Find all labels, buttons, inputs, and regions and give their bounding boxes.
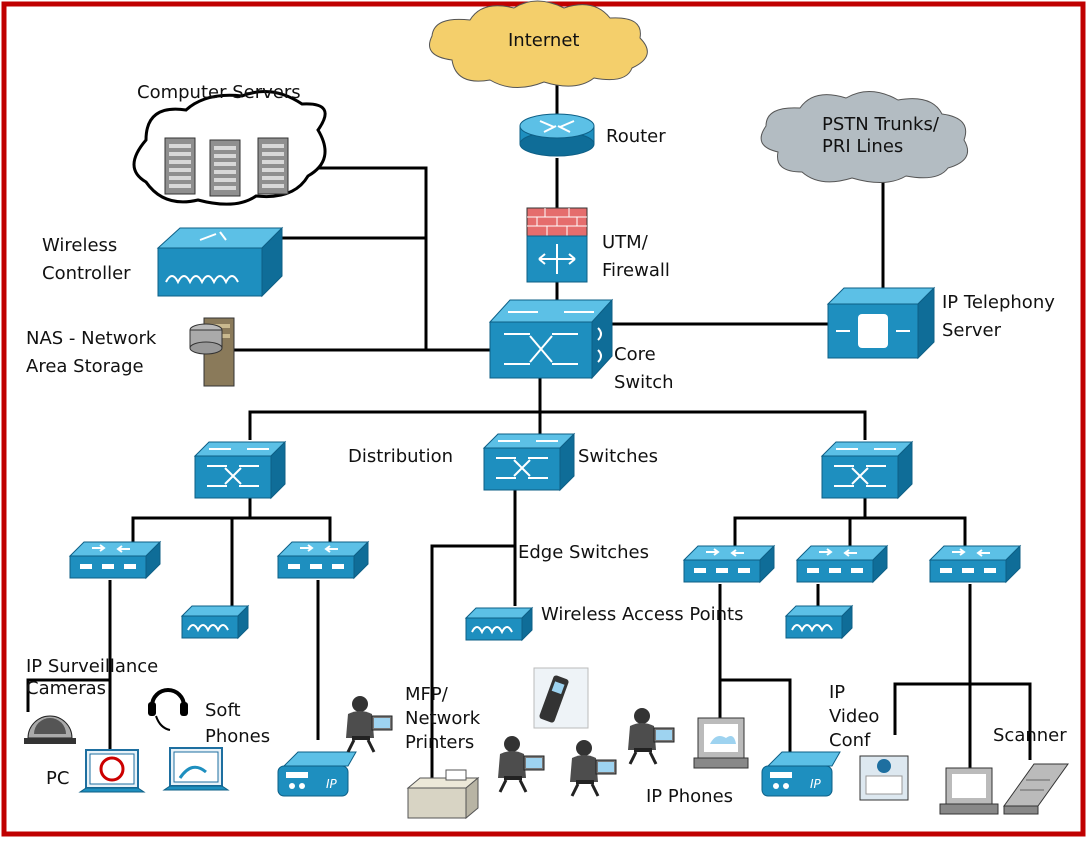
ip-video-conf-label: IP Video Conf (829, 682, 879, 752)
computer-servers-icon (132, 90, 327, 206)
mfp-printers-label: MFP/ Network Printers (405, 684, 480, 754)
edge-switch-icon (796, 545, 888, 583)
mfp-label-line1: MFP/ (405, 684, 448, 705)
pstn-label-line1: PSTN Trunks/ (822, 114, 939, 135)
scanner-label: Scanner (993, 725, 1067, 746)
wireless-label-line1: Wireless (42, 235, 118, 256)
soft-phone-laptop-icon (163, 747, 229, 791)
firewall-icon (526, 207, 588, 283)
telephony-label-line2: Server (942, 320, 1002, 341)
ip-phones-label: IP Phones (646, 786, 734, 807)
video-label-line1: IP (829, 682, 846, 703)
core-switch-label: Core Switch (614, 344, 674, 394)
scanner-icon (1003, 763, 1069, 815)
soft-phones-label: Soft Phones (205, 700, 270, 748)
core-switch-icon (488, 298, 614, 380)
mfp-label-line3: Printers (405, 732, 475, 753)
utm-firewall-label: UTM/ Firewall (602, 232, 670, 282)
distribution-label: Distribution (348, 446, 454, 467)
ip-phone-icon: IP (761, 751, 841, 797)
surveillance-label-line2: Cameras (26, 678, 107, 699)
access-point-icon (785, 605, 853, 639)
mfp-label-line2: Network (405, 708, 481, 729)
pstn-label-line2: PRI Lines (822, 136, 904, 157)
computer-servers-label: Computer Servers (137, 82, 301, 103)
soft-label-line1: Soft (205, 700, 241, 721)
edge-switch-icon (69, 541, 161, 579)
edge-switch-icon (683, 545, 775, 583)
desktop-computer-icon (693, 717, 749, 769)
access-point-icon (465, 607, 533, 641)
surveillance-label-line1: IP Surveillance (26, 656, 159, 677)
nas-label-line1: NAS - Network (26, 328, 157, 349)
connection-lines (26, 62, 1032, 790)
video-label-line3: Conf (829, 730, 871, 751)
soft-label-line2: Phones (205, 726, 271, 747)
nas-label: NAS - Network Area Storage (26, 328, 156, 378)
pstn-label: PSTN Trunks/ PRI Lines (822, 114, 939, 158)
person-at-computer-icon (344, 694, 394, 754)
edge-switch-icon (277, 541, 369, 579)
edge-switches-label: Edge Switches (518, 542, 649, 563)
wireless-controller-label: Wireless Controller (42, 235, 131, 285)
internet-cloud (429, 0, 648, 88)
core-label-line2: Switch (614, 372, 674, 393)
distribution-switch-left-icon (194, 441, 286, 499)
headset-icon (148, 688, 188, 731)
ip-phone-icon: IP (277, 751, 357, 797)
wireless-access-points-label: Wireless Access Points (541, 604, 744, 625)
ip-surveillance-label: IP Surveillance Cameras (26, 656, 158, 700)
utm-label-line1: UTM/ (602, 232, 648, 253)
distribution-switch-right-icon (821, 441, 913, 499)
person-at-computer-icon (626, 706, 676, 766)
desktop-computer-icon (939, 767, 999, 815)
pc-label: PC (46, 768, 70, 789)
telephony-label-line1: IP Telephony (942, 292, 1055, 313)
switches-label: Switches (578, 446, 658, 467)
pstn-cloud (760, 91, 968, 183)
wireless-controller-icon (156, 226, 284, 298)
video-conference-icon (859, 755, 909, 801)
core-label-line1: Core (614, 344, 656, 365)
video-label-line2: Video (829, 706, 880, 727)
access-point-icon (181, 605, 249, 639)
person-at-computer-icon (568, 738, 618, 798)
nas-icon (189, 317, 235, 387)
mobile-phone-icon (533, 667, 589, 729)
ip-badge-text: IP (810, 777, 822, 791)
distribution-switch-center-icon (483, 433, 575, 491)
utm-label-line2: Firewall (602, 260, 670, 281)
person-at-computer-icon (496, 734, 546, 794)
ip-telephony-server-icon (826, 286, 936, 360)
router-label: Router (606, 126, 666, 147)
pc-laptop-icon (79, 749, 145, 793)
printer-icon (406, 769, 480, 820)
nas-label-line2: Area Storage (26, 356, 144, 377)
wireless-label-line2: Controller (42, 263, 131, 284)
ip-badge-text: IP (326, 777, 338, 791)
surveillance-camera-icon (24, 715, 76, 744)
edge-switch-icon (929, 545, 1021, 583)
internet-label: Internet (508, 30, 580, 51)
router-icon (519, 113, 595, 157)
ip-telephony-label: IP Telephony Server (942, 292, 1055, 342)
